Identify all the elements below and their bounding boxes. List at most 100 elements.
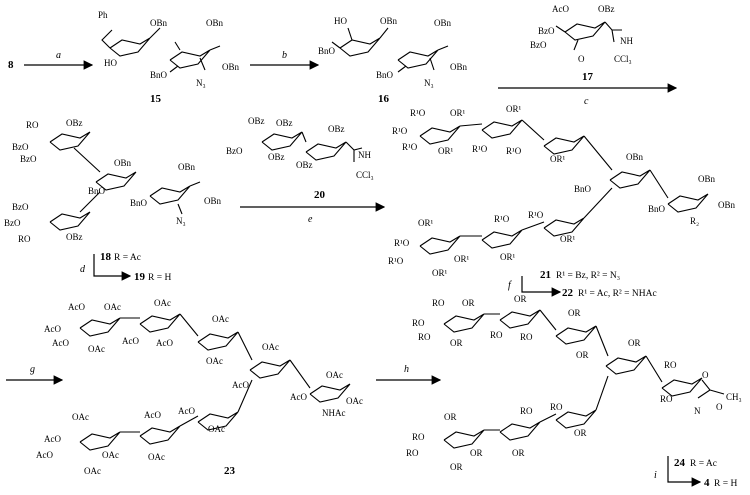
svg-text:N₃: N₃ [424,78,434,88]
svg-text:RO: RO [406,448,419,458]
compound-15: 15 [150,93,162,105]
svg-text:OAc: OAc [208,424,225,434]
svg-text:O: O [702,370,709,380]
svg-text:R₂: R₂ [690,216,699,226]
arrow-d [93,254,132,281]
svg-text:NH: NH [358,150,371,160]
svg-text:BzO: BzO [530,40,547,50]
svg-text:RO: RO [664,360,677,370]
step-a: a [56,50,61,61]
svg-text:HO: HO [334,16,347,26]
svg-text:OBn: OBn [150,18,168,28]
svg-text:BnO: BnO [574,184,592,194]
svg-text:BzO: BzO [12,202,29,212]
svg-text:OR: OR [514,294,527,304]
r-def-19: R = H [148,273,171,283]
svg-text:AcO: AcO [290,392,307,402]
svg-text:OBz: OBz [598,4,615,14]
svg-text:AcO: AcO [232,380,249,390]
svg-text:N₃: N₃ [176,216,186,226]
svg-text:R¹O: R¹O [392,126,408,136]
svg-text:OBn: OBn [434,18,452,28]
svg-text:RO: RO [432,298,445,308]
svg-text:RO: RO [26,120,39,130]
svg-text:OR¹: OR¹ [500,252,516,262]
compound-21: 21 [540,269,551,281]
structure-15: Ph OBn HO OBn BnO OBn N₃ [98,10,240,88]
svg-text:CH₃: CH₃ [726,392,742,402]
svg-text:RO: RO [412,432,425,442]
svg-text:OBz: OBz [66,232,83,242]
compound-20: 20 [314,189,326,201]
svg-text:OAc: OAc [88,344,105,354]
svg-text:N: N [694,406,701,416]
svg-text:OR: OR [462,298,475,308]
svg-text:OAc: OAc [154,298,171,308]
svg-text:OBn: OBn [114,158,132,168]
svg-text:AcO: AcO [44,324,61,334]
structure-17: AcO OBz BzO BzO NH O CCl₃ [530,4,633,64]
svg-text:OBz: OBz [296,160,313,170]
svg-text:HO: HO [104,58,117,68]
svg-text:R¹O: R¹O [402,142,418,152]
svg-text:BnO: BnO [318,46,336,56]
svg-text:OBn: OBn [206,18,224,28]
svg-text:CCl₃: CCl₃ [356,170,374,180]
r-def-18: R = Ac [114,253,141,263]
svg-text:RO: RO [550,402,563,412]
svg-text:OR¹: OR¹ [550,154,566,164]
step-f: f [508,280,512,291]
compound-23: 23 [224,465,236,477]
svg-text:OBn: OBn [380,16,398,26]
svg-text:AcO: AcO [178,406,195,416]
svg-text:OR: OR [628,338,641,348]
step-c: c [584,96,589,107]
arrow-f [521,276,562,297]
svg-text:OR¹: OR¹ [432,268,448,278]
svg-text:AcO: AcO [122,336,139,346]
svg-text:OBz: OBz [328,124,345,134]
svg-text:BzO: BzO [20,154,37,164]
step-g: g [30,364,35,375]
svg-text:AcO: AcO [52,338,69,348]
svg-text:R¹O: R¹O [394,238,410,248]
svg-text:RO: RO [418,332,431,342]
svg-text:O: O [578,54,585,64]
svg-text:OR: OR [576,350,589,360]
svg-text:OAc: OAc [206,356,223,366]
svg-text:BnO: BnO [130,198,148,208]
structure-23: AcO OAc OAc AcO AcO OAc AcO AcO OAc OAc … [36,298,363,476]
svg-text:AcO: AcO [552,4,569,14]
compound-17: 17 [582,71,594,83]
svg-text:BnO: BnO [150,70,168,80]
svg-text:BzO: BzO [538,26,555,36]
svg-text:CCl₃: CCl₃ [614,54,632,64]
svg-text:OAc: OAc [212,314,229,324]
svg-text:NH: NH [620,36,633,46]
svg-text:OAc: OAc [104,302,121,312]
svg-text:R¹O: R¹O [528,210,544,220]
svg-text:RO: RO [520,332,533,342]
svg-text:OR: OR [470,448,483,458]
svg-text:R¹O: R¹O [388,256,404,266]
svg-text:OR: OR [450,338,463,348]
svg-text:OR: OR [450,462,463,472]
svg-text:BzO: BzO [226,146,243,156]
svg-text:OAc: OAc [326,370,343,380]
svg-text:OBn: OBn [718,200,736,210]
svg-text:OAc: OAc [148,452,165,462]
structure-18-19: RO OBz BzO BzO OBn OBn BnO BnO OBn N₃ Bz… [4,118,222,244]
svg-text:RO: RO [490,330,503,340]
svg-text:BnO: BnO [88,186,106,196]
svg-text:OR: OR [512,448,525,458]
svg-text:AcO: AcO [156,338,173,348]
svg-text:OAc: OAc [262,342,279,352]
svg-text:OAc: OAc [346,396,363,406]
compound-18: 18 [100,251,112,263]
step-i: i [654,470,657,481]
svg-text:BzO: BzO [4,218,21,228]
svg-text:O: O [716,402,723,412]
svg-text:OR¹: OR¹ [418,218,434,228]
svg-text:OBz: OBz [66,118,83,128]
